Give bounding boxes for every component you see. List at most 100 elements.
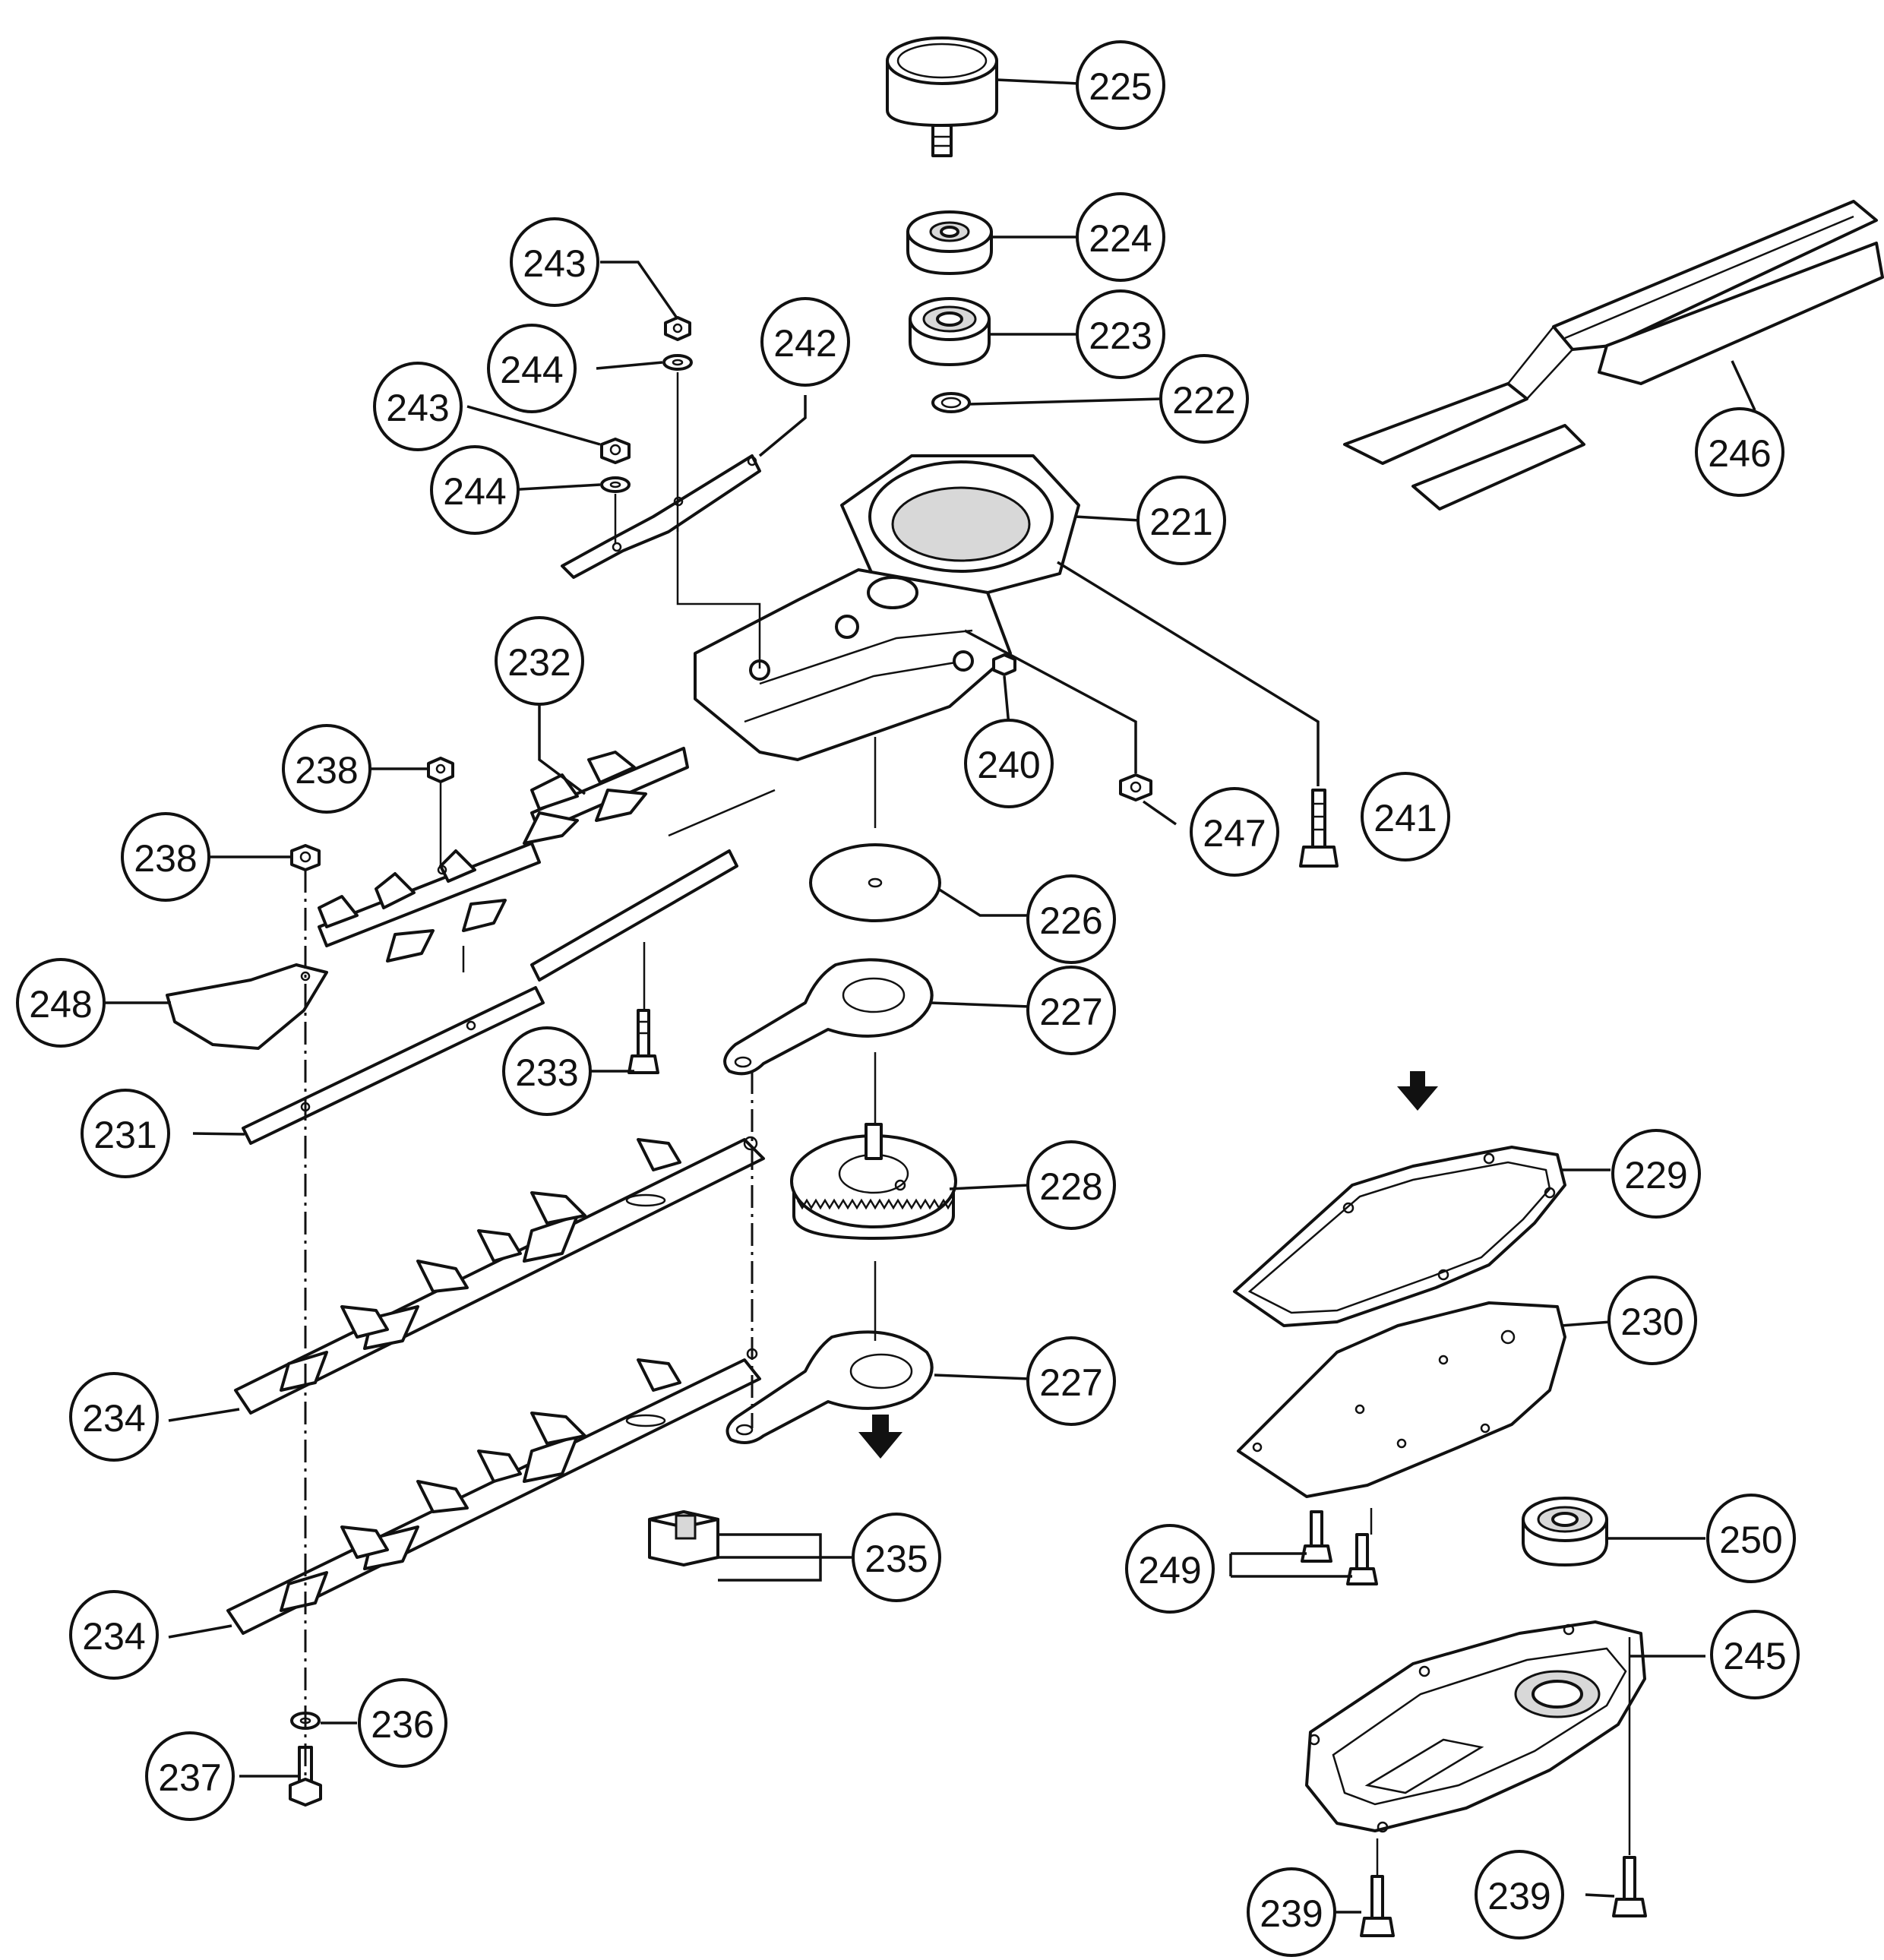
- part-233-bolt: [627, 1009, 659, 1074]
- callout-number: 225: [1089, 65, 1152, 108]
- callout-layer: 2252242232222212462432442422432442322382…: [16, 40, 1800, 1957]
- callout-circle: [1710, 1610, 1800, 1699]
- callout-242: 242: [760, 297, 850, 387]
- callout-circle: [430, 445, 520, 535]
- callout-number: 244: [443, 470, 506, 513]
- callout-number: 221: [1149, 501, 1212, 543]
- callout-number: 242: [773, 322, 836, 365]
- part-241-bolt: [1299, 789, 1339, 868]
- part-240-nut: [992, 653, 1016, 676]
- part-228-gear: [790, 1123, 957, 1240]
- callout-circle: [282, 724, 371, 814]
- callout-number: 246: [1708, 432, 1771, 475]
- part-227-crank-rod-upper: [723, 958, 934, 1076]
- callout-225: 225: [1076, 40, 1165, 130]
- callout-234: 234: [69, 1590, 159, 1680]
- part-234-blade-lower: [226, 1348, 761, 1635]
- part-226-thrust-plate: [809, 843, 941, 922]
- callout-circle: [1026, 966, 1116, 1055]
- callout-circle: [1076, 40, 1165, 130]
- callout-circle: [760, 297, 850, 387]
- part-235-block: [648, 1510, 719, 1566]
- callout-234: 234: [69, 1372, 159, 1462]
- callout-number: 250: [1719, 1519, 1782, 1561]
- callout-number: 227: [1039, 991, 1102, 1033]
- part-242-connecting-plate: [561, 454, 761, 579]
- callout-circle: [1361, 772, 1450, 861]
- callout-236: 236: [358, 1678, 447, 1768]
- callout-number: 240: [977, 744, 1040, 786]
- callout-221: 221: [1136, 476, 1226, 565]
- callout-number: 229: [1624, 1154, 1687, 1197]
- callout-230: 230: [1607, 1276, 1697, 1365]
- callout-circle: [1026, 874, 1116, 964]
- callout-number: 222: [1172, 379, 1235, 422]
- callout-number: 238: [134, 837, 197, 880]
- callout-241: 241: [1361, 772, 1450, 861]
- callout-227: 227: [1026, 966, 1116, 1055]
- arrow-down-icon: [1397, 1071, 1438, 1111]
- part-239-screw-right: [1612, 1856, 1647, 1917]
- callout-238: 238: [282, 724, 371, 814]
- callout-number: 223: [1089, 315, 1152, 357]
- callout-number: 238: [295, 749, 358, 792]
- callout-239: 239: [1247, 1867, 1336, 1957]
- callout-223: 223: [1076, 289, 1165, 379]
- part-234-blade-upper: [234, 1136, 765, 1415]
- part-227-crank-rod-lower: [725, 1330, 934, 1444]
- callout-number: 226: [1039, 899, 1102, 942]
- callout-222: 222: [1159, 354, 1249, 444]
- callout-circle: [487, 324, 577, 413]
- callout-239: 239: [1475, 1850, 1564, 1939]
- callout-number: 241: [1373, 797, 1437, 839]
- callout-231: 231: [81, 1089, 170, 1178]
- callout-number: 248: [29, 983, 92, 1026]
- leader-lines: [99, 78, 1756, 1914]
- callout-226: 226: [1026, 874, 1116, 964]
- callout-number: 239: [1260, 1892, 1323, 1935]
- callout-249: 249: [1125, 1524, 1215, 1614]
- callout-circle: [16, 958, 106, 1048]
- callout-circle: [1607, 1276, 1697, 1365]
- callout-circle: [69, 1372, 159, 1462]
- part-221-gear-case: [694, 454, 1080, 761]
- part-232-blade-guide: [318, 747, 689, 963]
- callout-233: 233: [502, 1026, 592, 1116]
- callout-circle: [1611, 1129, 1701, 1219]
- part-238-nut-upper: [427, 757, 454, 783]
- part-225-drive-cup: [886, 36, 998, 157]
- callout-number: 234: [82, 1397, 145, 1440]
- callout-number: 247: [1203, 812, 1266, 855]
- callout-229: 229: [1611, 1129, 1701, 1219]
- part-243-nut-lower: [600, 438, 631, 464]
- part-247-nut: [1119, 773, 1152, 801]
- callout-224: 224: [1076, 192, 1165, 282]
- part-250-bearing: [1522, 1497, 1608, 1566]
- part-248-end-guard: [166, 963, 328, 1050]
- callout-circle: [502, 1026, 592, 1116]
- callout-circle: [1136, 476, 1226, 565]
- callout-circle: [1026, 1140, 1116, 1230]
- callout-circle: [1475, 1850, 1564, 1939]
- callout-number: 236: [371, 1703, 434, 1746]
- callout-238: 238: [121, 812, 210, 902]
- callout-244: 244: [430, 445, 520, 535]
- callout-248: 248: [16, 958, 106, 1048]
- callout-circle: [81, 1089, 170, 1178]
- part-244-washer-upper: [662, 354, 693, 371]
- callout-number: 233: [515, 1051, 578, 1094]
- part-246-blade-cover: [1343, 200, 1884, 511]
- callout-circle: [373, 362, 463, 451]
- callout-243: 243: [373, 362, 463, 451]
- part-222-snap-ring: [931, 392, 971, 413]
- callout-number: 230: [1620, 1301, 1683, 1343]
- callout-number: 239: [1487, 1875, 1551, 1917]
- part-224-bearing: [906, 210, 993, 275]
- callout-247: 247: [1190, 787, 1279, 877]
- callout-235: 235: [852, 1513, 941, 1602]
- callout-circle: [1247, 1867, 1336, 1957]
- part-239-screw-left: [1360, 1875, 1395, 1937]
- callout-circle: [1026, 1336, 1116, 1426]
- callout-circle: [964, 719, 1054, 808]
